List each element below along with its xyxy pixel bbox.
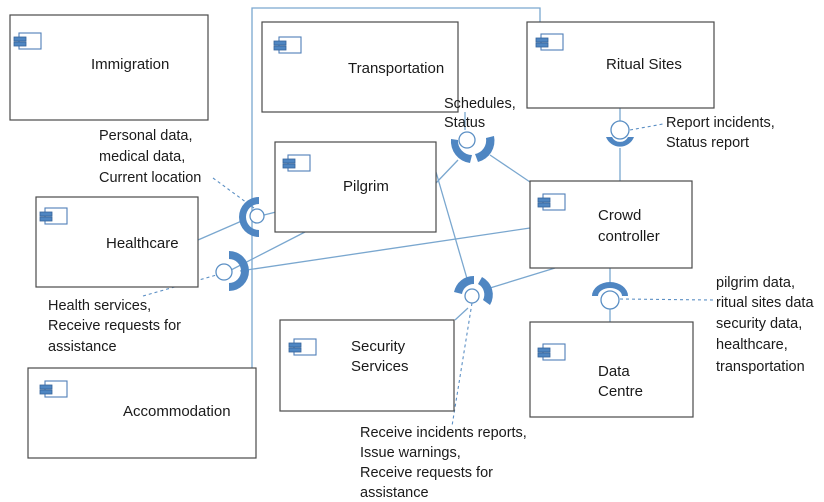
socket-schedules-left	[450, 139, 472, 163]
healthcare-label: Healthcare	[106, 235, 179, 252]
note-data-line-1: pilgrim data,	[716, 275, 795, 291]
component-icon	[273, 36, 302, 54]
note-data-line-4: healthcare,	[716, 337, 788, 353]
crowd-controller-label-1: Crowd	[598, 207, 641, 224]
note-health-services: Health services, Receive requests for as…	[48, 298, 181, 355]
note-security: Receive incidents reports, Issue warning…	[360, 425, 527, 501]
connector-security-services	[454, 307, 469, 321]
ritual-sites-label: Ritual Sites	[606, 56, 682, 73]
leader-health-services	[142, 273, 221, 297]
note-schedules-status: Schedules, Status	[444, 96, 516, 131]
immigration-box	[9, 14, 209, 121]
note-data-line-2: ritual sites data	[716, 295, 814, 311]
component-transportation[interactable]: Transportation	[261, 21, 459, 113]
connector-health-crowd	[239, 227, 531, 272]
connector-pilgrim-security	[435, 171, 469, 283]
note-security-line-4: assistance	[360, 485, 429, 501]
interface-schedules[interactable]	[450, 131, 495, 163]
note-report-line-1: Report incidents,	[666, 115, 775, 131]
leader-data-centre	[619, 298, 714, 301]
component-accommodation[interactable]: Accommodation	[27, 367, 257, 459]
component-icon	[39, 207, 68, 225]
ball-report-incidents	[610, 120, 630, 140]
socket-security-left	[454, 275, 474, 294]
data-centre-box	[529, 321, 694, 418]
component-icon	[537, 343, 566, 361]
interface-personal-data[interactable]	[239, 197, 265, 237]
component-icon	[288, 338, 317, 356]
leader-report-incidents	[629, 123, 664, 131]
immigration-label: Immigration	[91, 56, 169, 73]
interface-security[interactable]	[454, 275, 493, 305]
connector-personal-pilgrim	[263, 211, 277, 216]
note-personal-line-1: Personal data,	[99, 128, 193, 144]
interface-data-centre[interactable]	[592, 282, 628, 310]
connector-security-crowd	[489, 267, 556, 289]
component-pilgrim[interactable]: Pilgrim	[274, 141, 437, 233]
component-data-centre[interactable]: Data Centre	[529, 321, 694, 418]
component-icon	[537, 193, 566, 211]
ball-data-centre	[600, 290, 620, 310]
note-personal-data: Personal data, medical data, Current loc…	[99, 128, 201, 186]
note-health-line-2: Receive requests for	[48, 318, 181, 334]
socket-report-incidents	[606, 137, 634, 147]
ball-schedules	[458, 131, 476, 149]
note-schedules-line-2: Status	[444, 115, 485, 131]
accommodation-label: Accommodation	[123, 403, 231, 420]
component-healthcare[interactable]: Healthcare	[35, 196, 199, 288]
crowd-controller-label-2: controller	[598, 228, 660, 245]
note-report-line-2: Status report	[666, 135, 749, 151]
component-immigration[interactable]: Immigration	[9, 14, 209, 121]
connector-schedules-crowd	[489, 154, 531, 183]
note-health-line-3: assistance	[48, 339, 117, 355]
security-services-label-2: Services	[351, 358, 409, 375]
note-security-line-1: Receive incidents reports,	[360, 425, 527, 441]
note-security-line-3: Receive requests for	[360, 465, 493, 481]
connector-pilgrim-schedules	[435, 159, 459, 184]
interface-health-services[interactable]	[215, 251, 249, 291]
ball-personal-data	[249, 208, 265, 224]
socket-data-centre	[592, 282, 628, 296]
security-services-box	[279, 319, 455, 412]
connector-healthcare-personal	[197, 219, 245, 241]
note-data-centre: pilgrim data, ritual sites data security…	[716, 275, 814, 375]
ball-health-services	[215, 263, 233, 281]
note-health-line-1: Health services,	[48, 298, 151, 314]
ball-security	[464, 288, 480, 304]
socket-health-services	[229, 251, 249, 291]
note-data-line-3: security data,	[716, 316, 802, 332]
note-personal-line-2: medical data,	[99, 149, 185, 165]
data-centre-label-1: Data	[598, 363, 630, 380]
leader-security	[451, 302, 473, 427]
component-icon	[39, 380, 68, 398]
socket-security-right	[478, 277, 493, 305]
component-security-services[interactable]: Security Services	[279, 319, 455, 412]
note-schedules-line-1: Schedules,	[444, 96, 516, 112]
transportation-label: Transportation	[348, 60, 444, 77]
component-crowd-controller[interactable]: Crowd controller	[529, 180, 693, 269]
component-ritual-sites[interactable]: Ritual Sites	[526, 21, 715, 109]
socket-personal-data	[239, 197, 259, 237]
data-centre-label-2: Centre	[598, 383, 643, 400]
note-data-line-5: transportation	[716, 359, 805, 375]
note-security-line-2: Issue warnings,	[360, 445, 461, 461]
security-services-label-1: Security	[351, 338, 406, 355]
connector-accommodation-ritual	[251, 7, 541, 368]
socket-schedules-right	[475, 136, 495, 162]
interface-report-incidents[interactable]	[606, 120, 634, 147]
component-icon	[282, 154, 311, 172]
component-icon	[13, 32, 42, 50]
note-report-incidents: Report incidents, Status report	[666, 115, 775, 151]
pilgrim-label: Pilgrim	[343, 178, 389, 195]
note-personal-line-3: Current location	[99, 170, 201, 186]
component-icon	[535, 33, 564, 51]
